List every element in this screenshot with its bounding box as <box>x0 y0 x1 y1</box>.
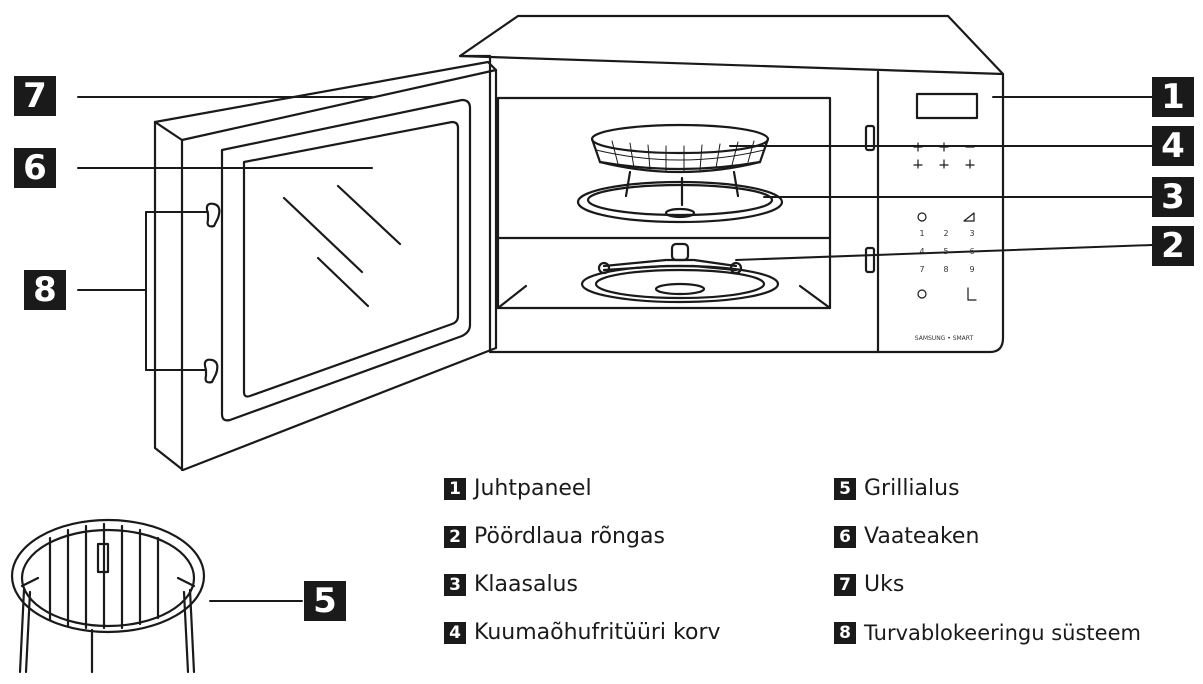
callout-4: 4 <box>1152 126 1194 166</box>
key-9: 9 <box>969 265 974 274</box>
key-1: 1 <box>919 229 924 238</box>
callout-6: 6 <box>14 148 56 188</box>
roller-ring <box>580 242 780 304</box>
legend-label-5: Grillialus <box>864 476 960 501</box>
grill-rack <box>10 518 206 674</box>
door-latch-bottom <box>203 358 219 384</box>
callout-5: 5 <box>304 581 346 621</box>
key-2: 2 <box>943 229 948 238</box>
door <box>153 60 498 472</box>
legend-label-6: Vaateaken <box>864 524 980 549</box>
legend-label-3: Klaasalus <box>474 572 578 597</box>
brand-text: SAMSUNG • SMART <box>915 335 974 342</box>
legend-num-1: 1 <box>444 478 466 500</box>
legend-label-2: Pöördlaua rõngas <box>474 524 665 549</box>
glass-tray <box>576 180 784 224</box>
callout-8: 8 <box>24 270 66 310</box>
leader-lines <box>77 96 1153 602</box>
key-7: 7 <box>919 265 924 274</box>
key-4: 4 <box>919 247 924 256</box>
callout-2: 2 <box>1152 226 1194 266</box>
callout-7: 7 <box>14 76 56 116</box>
legend-num-5: 5 <box>834 478 856 500</box>
legend-label-1: Juhtpaneel <box>474 476 592 501</box>
door-latch-top <box>205 202 221 228</box>
legend-label-7: Uks <box>864 572 905 597</box>
key-8: 8 <box>943 265 948 274</box>
microwave-body <box>458 14 1005 354</box>
legend-num-8: 8 <box>834 622 856 644</box>
key-3: 3 <box>969 229 974 238</box>
legend-label-4: Kuumaõhufritüüri korv <box>474 620 721 645</box>
legend-num-7: 7 <box>834 574 856 596</box>
key-6: 6 <box>969 247 974 256</box>
air-fryer-basket <box>590 123 770 207</box>
callout-3: 3 <box>1152 177 1194 217</box>
key-5: 5 <box>943 247 948 256</box>
callout-1: 1 <box>1152 77 1194 117</box>
legend-num-6: 6 <box>834 526 856 548</box>
legend-num-3: 3 <box>444 574 466 596</box>
keypad-numbers: 1 2 3 4 5 6 7 8 9 SAMSUNG • SMART <box>915 229 975 342</box>
legend-num-4: 4 <box>444 622 466 644</box>
legend-label-8: Turvablokeeringu süsteem <box>864 621 1141 645</box>
legend-num-2: 2 <box>444 526 466 548</box>
